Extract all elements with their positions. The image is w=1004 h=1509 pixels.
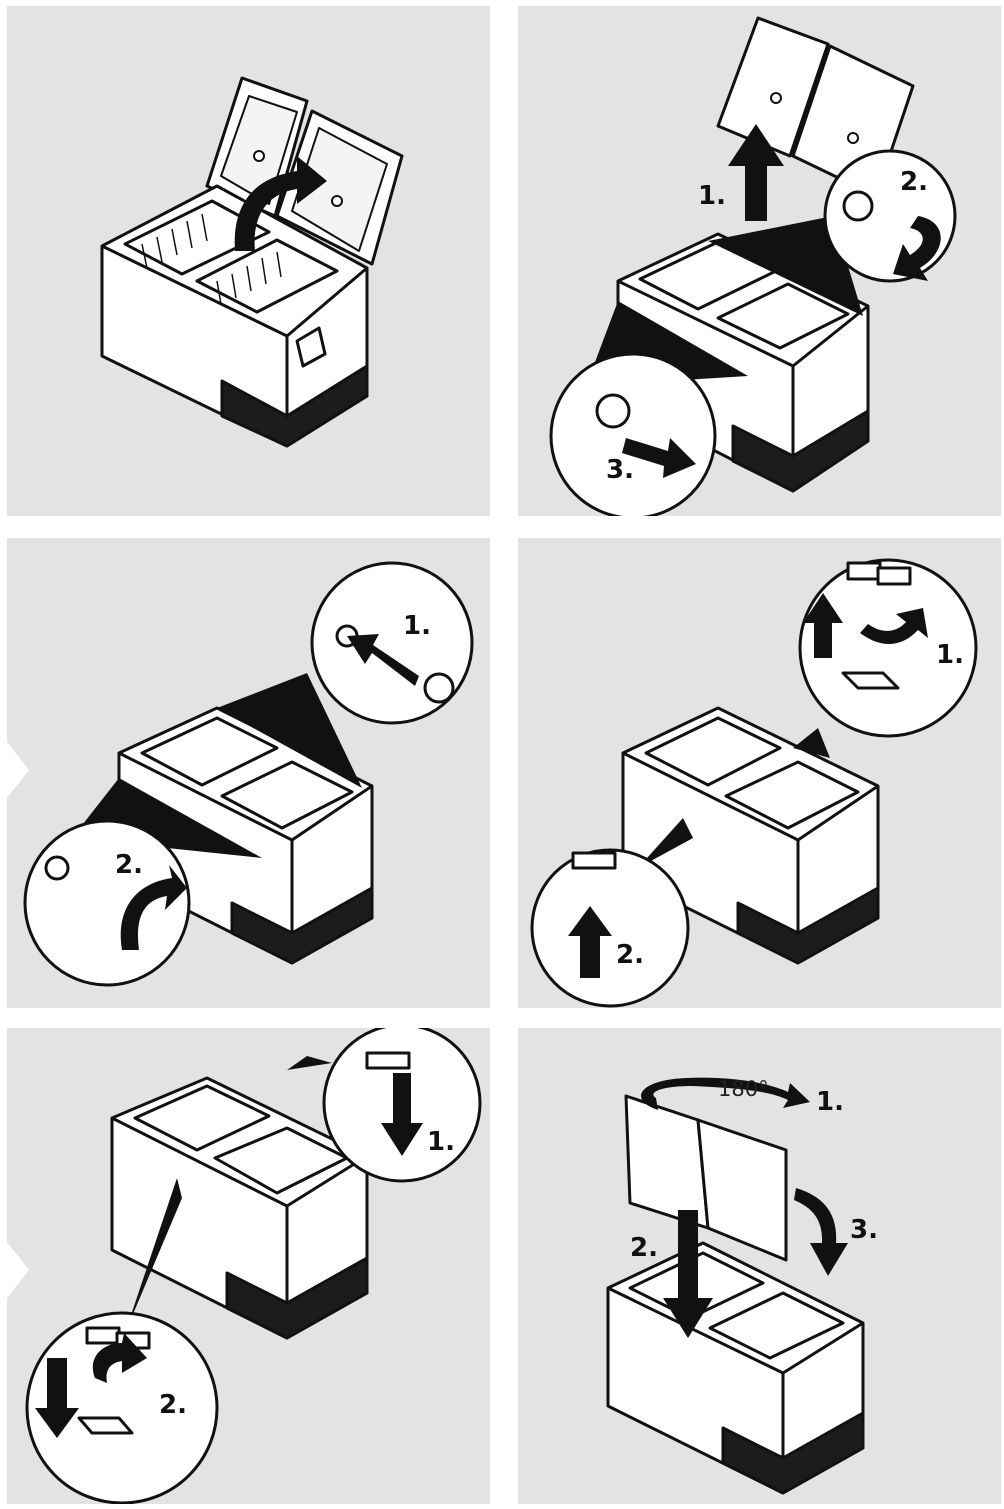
lid-left: [624, 1094, 710, 1230]
down-arrow-icon: [381, 1073, 423, 1156]
up-arrow-icon: [728, 124, 784, 221]
step-label-3: 3.: [606, 455, 634, 485]
sequence-chevron: [7, 742, 29, 798]
basket-grid: [141, 213, 282, 305]
step-panel-6: 180° 1. 2. 3.: [518, 1028, 1001, 1504]
rotate-arrow-icon: [860, 608, 928, 645]
detail-circle-lower: [25, 1311, 219, 1504]
step-2-illustration: 1. 2. 3.: [549, 16, 957, 516]
rotation-angle-label: 180°: [718, 1077, 769, 1101]
step-1-illustration: [100, 76, 404, 448]
detail-circle-upper: [823, 149, 957, 283]
step-3-illustration: 1. 2.: [23, 561, 474, 987]
sequence-chevron: [490, 1242, 512, 1298]
step-panel-4: 1. 2.: [518, 538, 1001, 1008]
step-label-2: 2.: [616, 940, 644, 970]
sequence-chevron: [490, 742, 512, 798]
sequence-chevron: [7, 1242, 29, 1298]
sequence-chevron: [490, 236, 512, 292]
rotate-arrow-icon: [641, 1077, 810, 1110]
rotate-arrow-icon: [92, 1333, 147, 1383]
step-panel-5: 1. 2.: [7, 1028, 490, 1504]
up-arrow-icon: [568, 906, 612, 978]
up-arrow-icon: [803, 593, 843, 658]
step-label-2: 2.: [630, 1233, 658, 1263]
down-arrow-icon: [35, 1358, 79, 1438]
rotate-arrow-icon: [794, 1188, 848, 1276]
detail-circle-upper: [798, 558, 978, 738]
detail-circle-lower: [530, 848, 690, 1008]
rotate-arrow-icon: [234, 156, 327, 251]
step-label-1: 1.: [816, 1087, 844, 1117]
step-label-2: 2.: [900, 167, 928, 197]
step-5-illustration: 1. 2.: [25, 1028, 482, 1504]
lid-right: [696, 1118, 788, 1262]
step-panel-2: 1. 2. 3.: [518, 6, 1001, 516]
left-arrow-icon: [347, 634, 419, 686]
step-label-1: 1.: [427, 1127, 455, 1157]
step-4-illustration: 1. 2.: [530, 558, 978, 1008]
step-label-2: 2.: [159, 1390, 187, 1420]
cooler-body: [100, 76, 404, 448]
step-label-1: 1.: [403, 611, 431, 641]
step-panel-1: [7, 6, 490, 516]
step-label-2: 2.: [115, 850, 143, 880]
step-label-3: 3.: [850, 1215, 878, 1245]
rotate-arrow-icon: [893, 216, 941, 281]
down-arrow-icon: [663, 1210, 713, 1338]
detail-circle-lower: [549, 352, 717, 516]
step-label-1: 1.: [936, 640, 964, 670]
step-panel-3: 1. 2.: [7, 538, 490, 1008]
rotate-arrow-icon: [120, 865, 187, 950]
step-label-1: 1.: [698, 181, 726, 211]
detail-circle-lower: [23, 819, 191, 987]
step-6-illustration: 180° 1. 2. 3.: [606, 1077, 878, 1495]
right-arrow-icon: [622, 438, 696, 478]
